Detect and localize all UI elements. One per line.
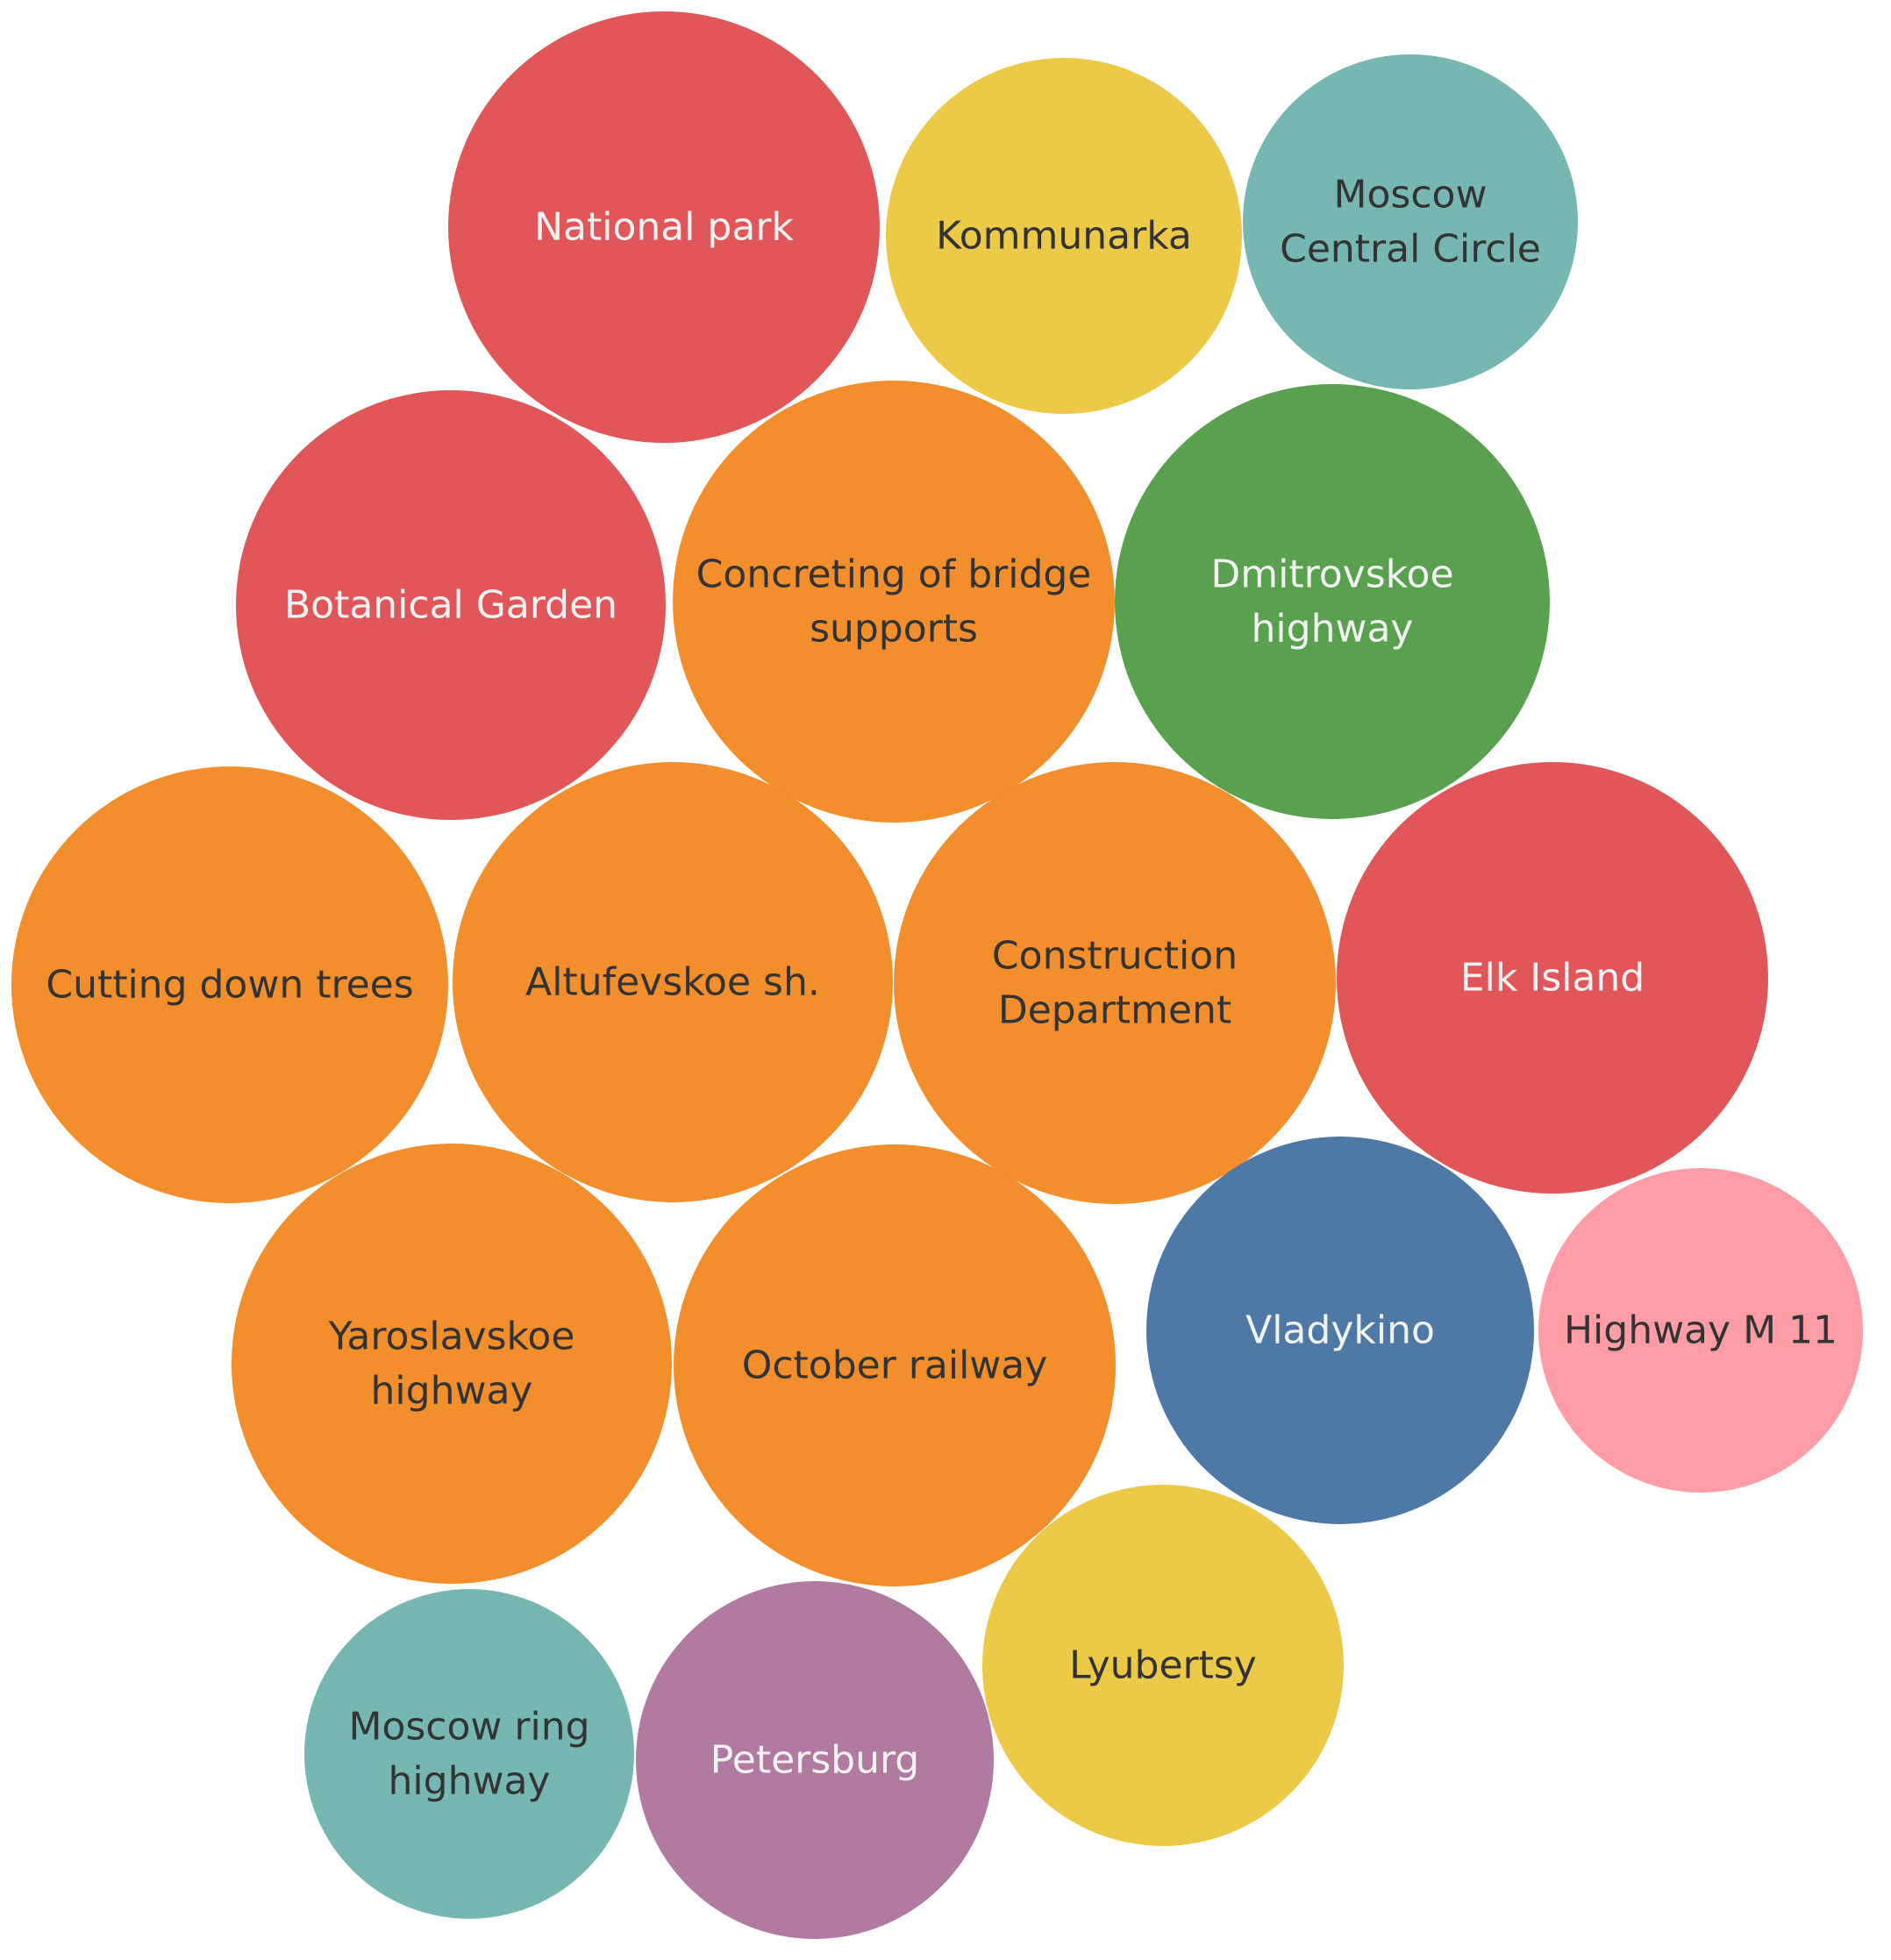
bubble-circle[interactable] [1337, 762, 1768, 1194]
bubble-label: Vladykino [1245, 1308, 1435, 1353]
bubble-label: Moscow [1334, 173, 1488, 217]
bubble-label: Highway M 11 [1564, 1308, 1837, 1353]
bubble-circle[interactable] [453, 762, 893, 1202]
bubble-circle[interactable] [11, 766, 448, 1203]
bubble-label: supports [810, 607, 978, 652]
bubble-label: Dmitrovskoe [1210, 552, 1453, 597]
bubble-label: Central Circle [1280, 227, 1541, 272]
bubble-label: Botanical Garden [284, 583, 617, 628]
bubble-circle[interactable] [982, 1485, 1344, 1846]
bubble-label: Yaroslavskoe [328, 1315, 575, 1359]
bubble-label: highway [1252, 607, 1414, 652]
bubble-circle[interactable] [1146, 1137, 1534, 1524]
bubble-concreting-of-bridge-supports[interactable]: Concreting of bridge supports [673, 381, 1115, 823]
bubble-circle[interactable] [448, 11, 880, 443]
bubble-circle[interactable] [886, 58, 1242, 414]
bubble-circle[interactable] [894, 762, 1336, 1204]
bubble-label: Petersburg [710, 1738, 919, 1783]
bubble-label: Concreting of bridge [696, 552, 1092, 597]
bubble-moscow-ring-highway[interactable]: Moscow ring highway [304, 1589, 634, 1919]
bubble-label: Altufevskoe sh. [525, 960, 820, 1005]
bubble-highway-m-11[interactable]: Highway M 11 [1538, 1168, 1863, 1493]
bubble-label: Cutting down trees [46, 963, 413, 1008]
bubble-circle[interactable] [1115, 384, 1550, 819]
bubble-circle[interactable] [304, 1589, 634, 1919]
bubble-circle[interactable] [1243, 54, 1578, 389]
bubble-label: Elk Island [1460, 956, 1645, 1001]
bubble-circle[interactable] [674, 1144, 1116, 1586]
bubble-botanical-garden[interactable]: Botanical Garden [236, 390, 666, 820]
bubble-label: Kommunarka [936, 214, 1192, 259]
bubble-vladykino[interactable]: Vladykino [1146, 1137, 1534, 1524]
bubble-lyubertsy[interactable]: Lyubertsy [982, 1485, 1344, 1846]
bubble-label: Department [998, 988, 1231, 1033]
bubble-cutting-down-trees[interactable]: Cutting down trees [11, 766, 448, 1203]
bubble-circle[interactable] [236, 390, 666, 820]
bubble-national-park[interactable]: National park [448, 11, 880, 443]
bubble-petersburg[interactable]: Petersburg [636, 1581, 994, 1939]
bubble-circle[interactable] [232, 1144, 672, 1584]
bubble-kommunarka[interactable]: Kommunarka [886, 58, 1242, 414]
bubble-yaroslavskoe-highway[interactable]: Yaroslavskoe highway [232, 1144, 672, 1584]
bubble-elk-island[interactable]: Elk Island [1337, 762, 1768, 1194]
bubble-circle[interactable] [673, 381, 1115, 823]
bubble-label: National park [534, 205, 794, 250]
bubble-altufevskoe-sh[interactable]: Altufevskoe sh. [453, 762, 893, 1202]
bubble-label: Construction [992, 934, 1238, 979]
bubble-label: Moscow ring [348, 1705, 589, 1750]
bubble-circle[interactable] [636, 1581, 994, 1939]
bubble-dmitrovskoe-highway[interactable]: Dmitrovskoe highway [1115, 384, 1550, 819]
bubble-circle[interactable] [1538, 1168, 1863, 1493]
bubble-label: October railway [742, 1343, 1048, 1388]
bubble-label: Lyubertsy [1069, 1643, 1257, 1688]
bubble-label: highway [371, 1369, 533, 1414]
bubble-october-railway[interactable]: October railway [674, 1144, 1116, 1586]
bubble-label: highway [389, 1759, 551, 1804]
